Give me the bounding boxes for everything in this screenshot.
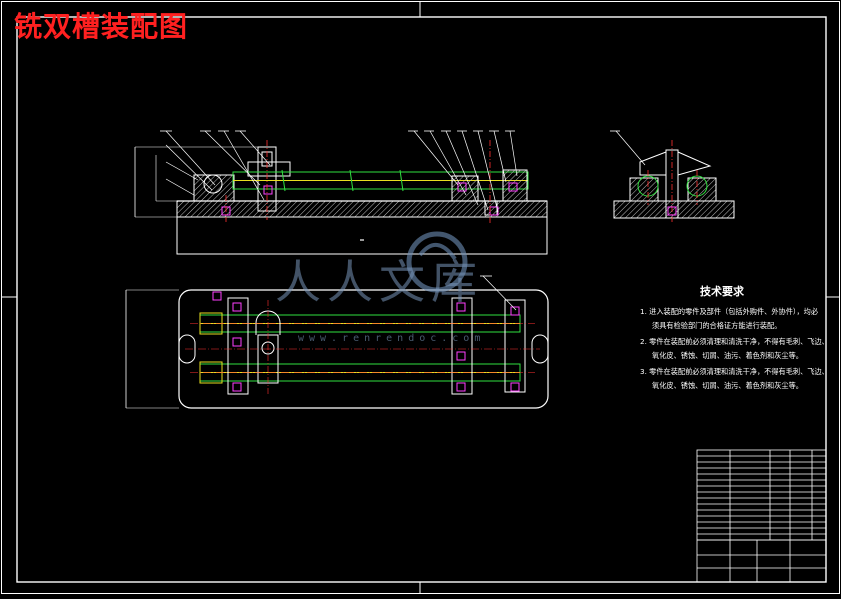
watermark-logo	[406, 231, 468, 293]
front-view	[134, 130, 548, 255]
tech-requirement-line: 1. 进入装配的零件及部件（包括外购件、外协件），均必	[640, 307, 819, 316]
drawing-frame	[16, 16, 827, 583]
side-view	[610, 130, 735, 222]
tech-requirements-heading: 技术要求	[700, 285, 744, 298]
tech-requirement-line: 氧化皮、锈蚀、切屑、油污、着色剂和灰尘等。	[652, 381, 803, 390]
top-view	[125, 275, 549, 409]
tech-requirement-line: 2. 零件在装配前必须清理和清洗干净，不得有毛刺、飞边、	[640, 337, 829, 346]
tech-requirement-line: 3. 零件在装配前必须清理和清洗干净，不得有毛刺、飞边、	[640, 367, 829, 376]
watermark-url: www.renrendoc.com	[298, 333, 486, 344]
title-block	[696, 449, 827, 583]
watermark-brand: 人人文库	[275, 255, 483, 309]
tech-requirement-line: 氧化皮、锈蚀、切屑、油污、着色剂和灰尘等。	[652, 351, 803, 360]
tech-requirement-line: 须具有检验部门的合格证方能进行装配。	[652, 321, 782, 330]
drawing-title: 铣双槽装配图	[14, 10, 189, 43]
